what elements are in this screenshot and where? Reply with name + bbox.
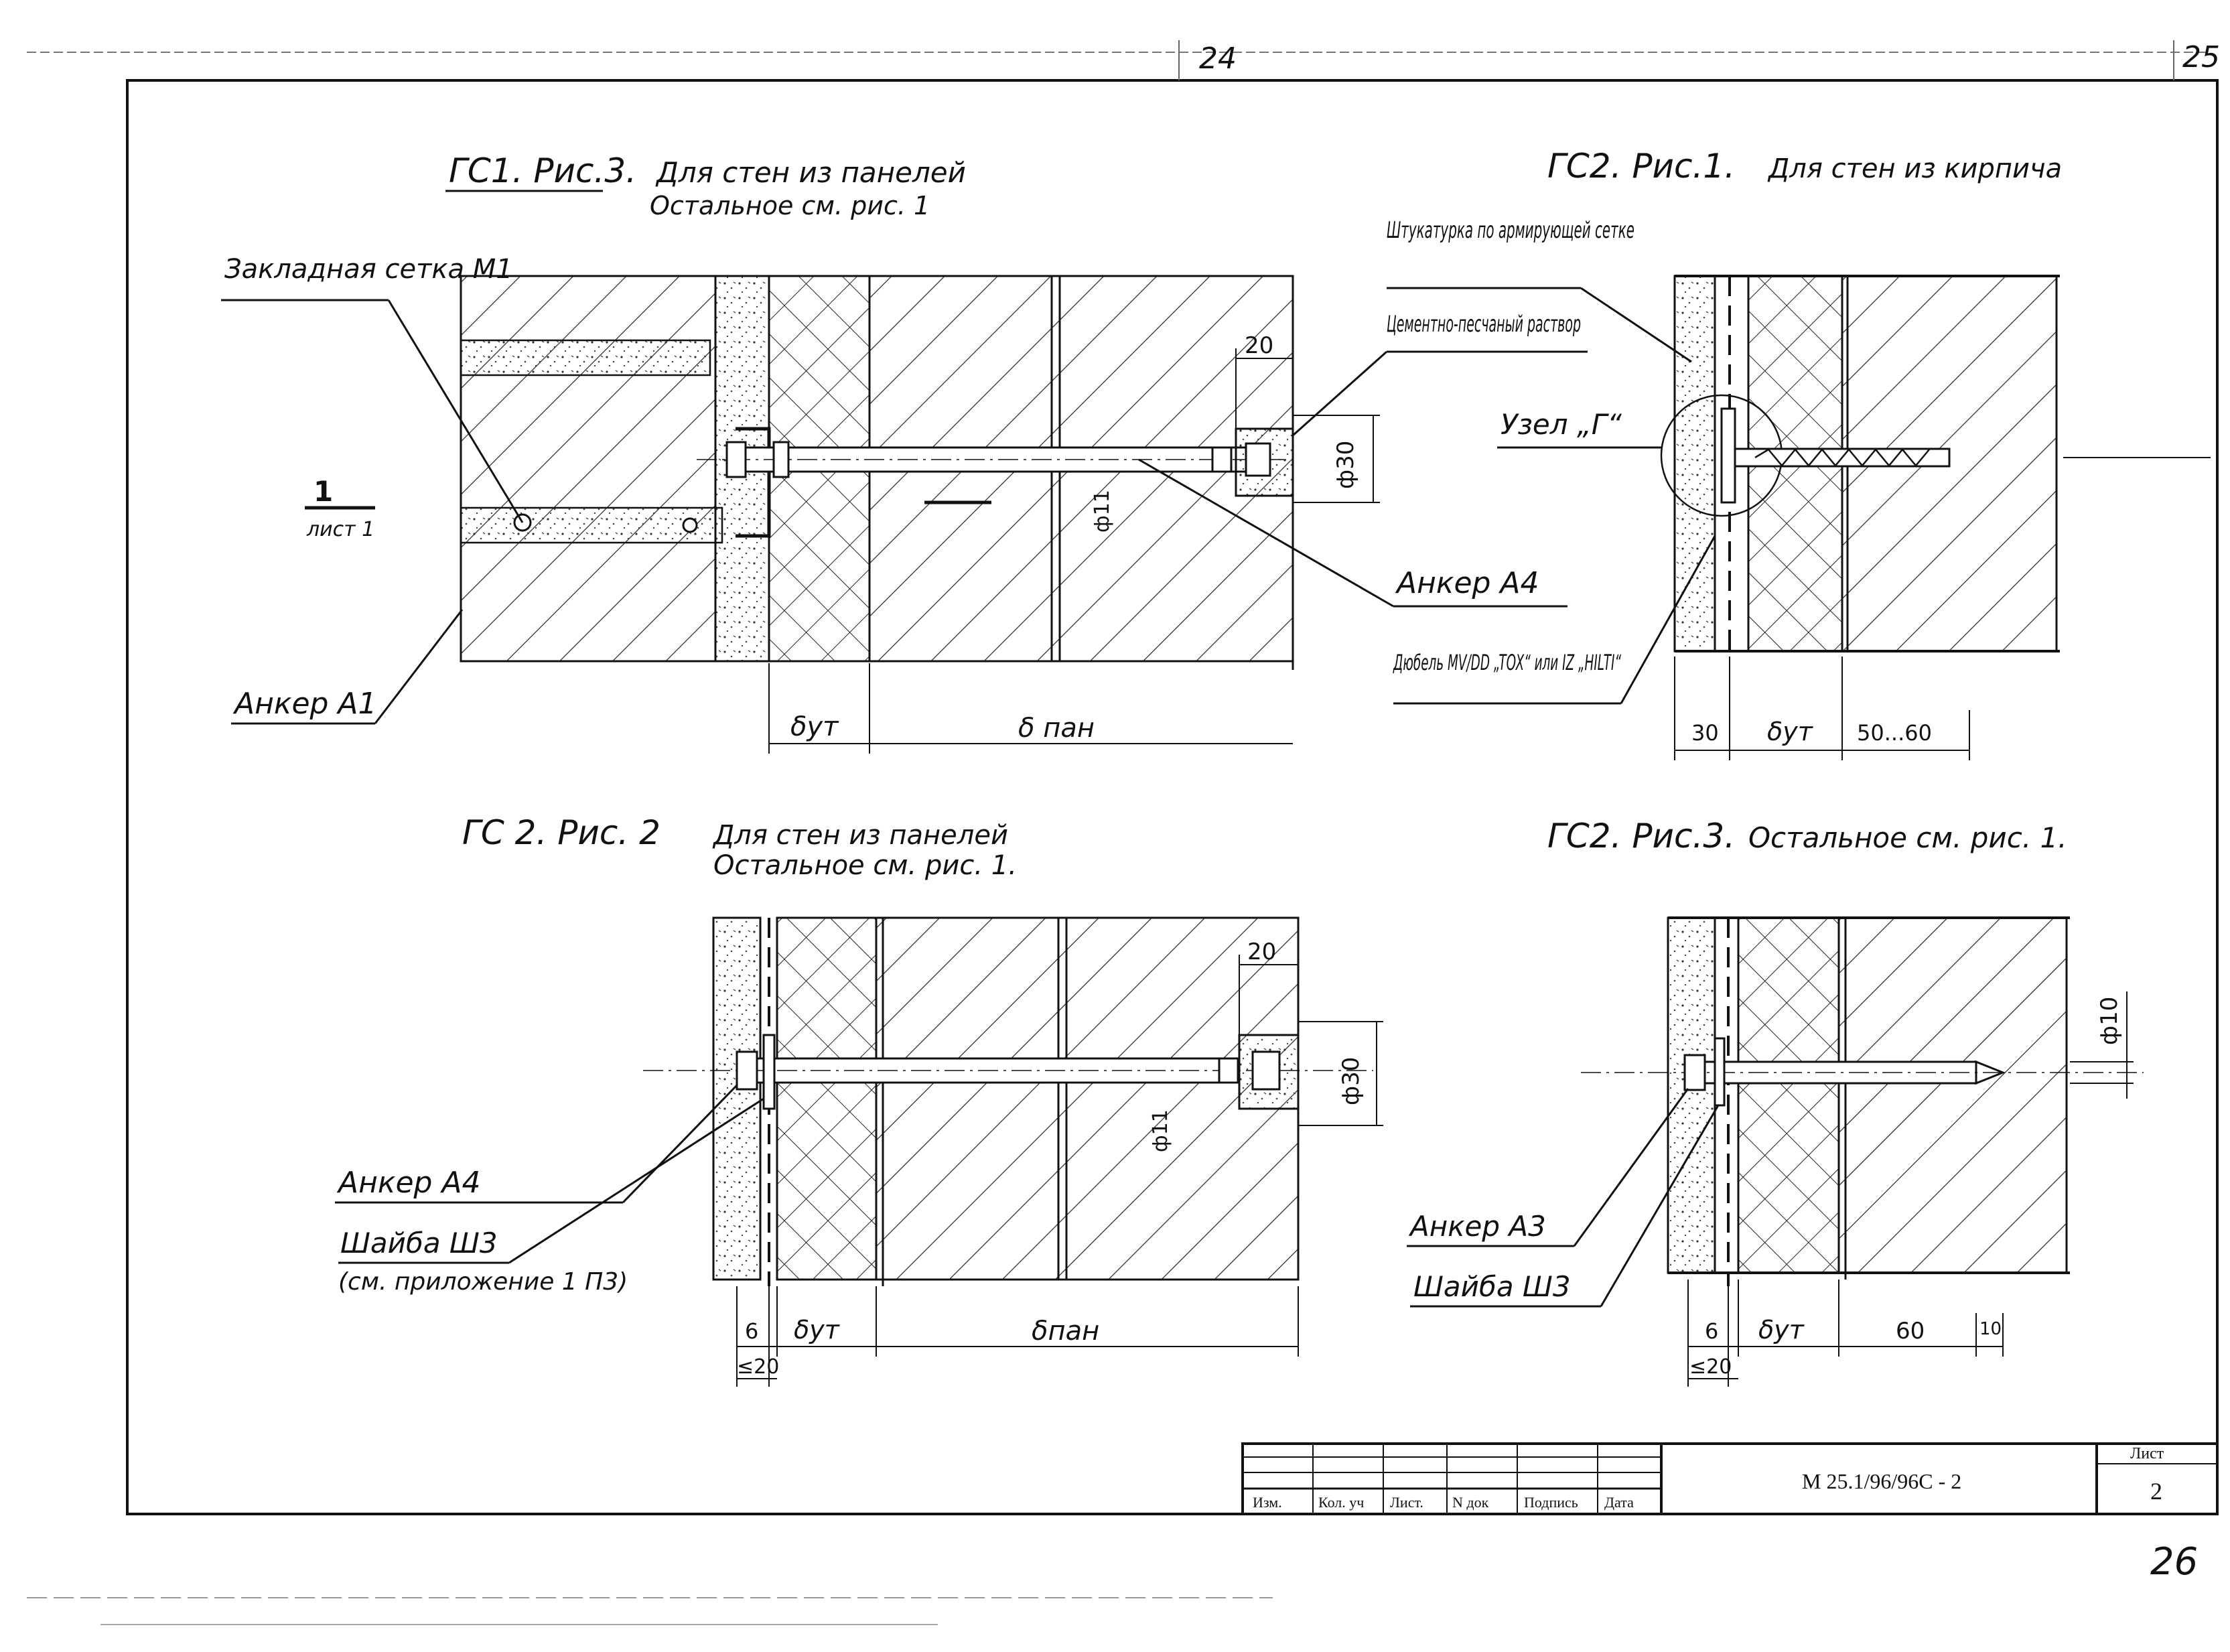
figure-gs1-fig3: ГС1. Рис.3. Для стен из панелей Остально… [221,151,1567,754]
sheet-label: Лист [2130,1445,2164,1462]
panel-body-left [460,275,717,663]
dim-pan: δ пан [1018,713,1095,744]
fig-note: Остальное см. рис. 1 [650,191,930,220]
mortar-joint-lower [460,506,723,544]
dim-but: δут [790,711,839,742]
col-n-dok: N док [1452,1494,1489,1511]
col-podpis: Подпись [1524,1494,1578,1511]
doc-code: М 25.1/96/96С - 2 [1802,1469,1961,1493]
label-anchor-a4: Анкер А4 [1395,566,1539,600]
outer-panel [875,916,1300,1281]
label-node-g: Узел „Г“ [1501,408,1622,441]
section-mark: 1 [313,475,333,508]
plaster-layer [1667,916,1716,1274]
dim-le20: ≤20 [1689,1355,1732,1379]
dim-50-60: 50...60 [1857,720,1932,746]
col-izm: Изм. [1253,1494,1282,1511]
section-ref: лист 1 [306,518,374,541]
insulation-layer [1737,916,1840,1274]
fig-title: ГС1. Рис.3. [449,151,636,190]
dim-d10: ф10 [2096,997,2123,1045]
dim-d11: ф11 [1091,490,1114,533]
fig-subtitle: Для стен из кирпича [1767,153,2062,184]
outer-wall [1837,916,2068,1274]
label-anchor-a3: Анкер А3 [1408,1210,1546,1243]
plaster-layer [1673,275,1716,652]
dim-10: 10 [1979,1319,2002,1339]
dim-but: δут [1758,1315,1805,1345]
dim-60: 60 [1896,1318,1925,1345]
plaster-layer [712,916,762,1281]
dim-pan: δпан [1032,1316,1099,1347]
dim-d30: ф30 [1332,441,1359,489]
label-dowel: Дюбель MV/DD „TOX“ или IZ „HILTI“ [1393,650,1621,675]
figure-gs2-fig3: ГС2. Рис.3. Остальное см. рис. 1. ф10 6 … [1407,817,2144,1387]
dim-20: 20 [1247,939,1276,965]
fig-title: ГС 2. Рис. 2 [462,813,660,852]
sheet-frame [126,79,2219,1515]
fig-subtitle: Для стен из панелей [655,156,966,189]
col-data: Дата [1604,1494,1634,1511]
mortar-joint-upper [460,339,711,376]
figure-gs2-fig1: ГС2. Рис.1. Для стен из кирпича Штукатур… [1292,147,2211,760]
dim-6: 6 [745,1318,758,1344]
next-sheet-number: 25 [2182,40,2220,74]
label-mortar: Цементно-песчаный раствор [1387,311,1581,338]
fig-title: ГС2. Рис.3. [1547,817,1735,855]
dim-30: 30 [1691,720,1719,746]
dim-le20: ≤20 [737,1355,779,1379]
label-washer-sh3: Шайба Ш3 [340,1227,498,1259]
col-list: Лист. [1390,1494,1423,1511]
fig-note: Остальное см. рис. 1. [1748,821,2067,854]
label-appendix: (см. приложение 1 П3) [338,1268,628,1296]
label-mesh-m1: Закладная сетка М1 [224,254,513,285]
title-block: Изм. Кол. уч Лист. N док Подпись Дата М … [1241,1442,2219,1515]
hand-page-number: 26 [2150,1540,2198,1584]
dim-d11: ф11 [1149,1109,1172,1152]
dim-but: δут [794,1315,841,1345]
dim-but: δут [1767,717,1814,746]
prev-sheet-number: 24 [1199,42,1237,76]
col-kol-uch: Кол. уч [1318,1494,1364,1511]
sheet-number: 2 [2150,1478,2162,1505]
dim-20: 20 [1245,332,1273,359]
fig-note: Остальное см. рис. 1. [713,850,1017,881]
label-anchor-a4: Анкер А4 [336,1166,481,1200]
figure-gs2-fig2: ГС 2. Рис. 2 Для стен из панелей Остальн… [335,813,1383,1387]
dim-6: 6 [1705,1318,1718,1344]
insulation-layer [776,916,878,1281]
label-washer-sh3: Шайба Ш3 [1413,1270,1571,1303]
dim-d30: ф30 [1338,1057,1365,1105]
fig-subtitle: Для стен из панелей [712,820,1008,851]
label-plaster: Штукатурка по армирующей сетке [1387,217,1634,244]
fig-title: ГС2. Рис.1. [1547,147,1735,186]
label-anchor-a1: Анкер А1 [232,687,377,721]
